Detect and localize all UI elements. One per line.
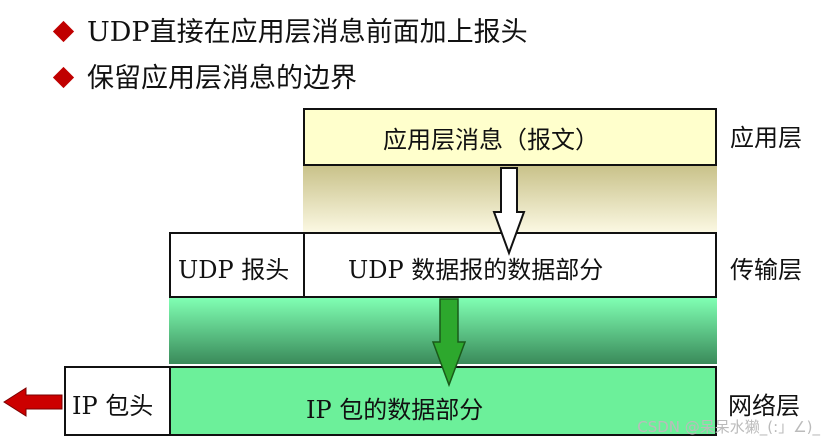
app-layer-label: 应用层: [730, 124, 802, 152]
left-arrow-red-icon: [3, 387, 63, 417]
down-arrow-green-icon: [431, 298, 467, 388]
udp-data-label: UDP 数据报的数据部分: [348, 256, 604, 284]
app-message-box: [303, 108, 717, 166]
udp-data-box: [303, 232, 717, 298]
transport-layer-label: 传输层: [730, 256, 802, 284]
watermark: CSDN @呆呆水獭_(:」∠)_: [637, 418, 820, 436]
bullet-2-text: 保留应用层消息的边界: [87, 63, 357, 94]
bullet-2: 保留应用层消息的边界: [50, 62, 357, 96]
ip-header-box: [64, 366, 172, 436]
ip-header-label: IP 包头: [72, 392, 154, 420]
ip-data-label: IP 包的数据部分: [306, 396, 484, 424]
down-arrow-white-icon: [492, 167, 526, 256]
network-layer-label: 网络层: [728, 392, 800, 420]
udp-header-label: UDP 报头: [178, 256, 290, 284]
bullet-1: UDP直接在应用层消息前面加上报头: [50, 16, 528, 50]
bullet-1-text: UDP直接在应用层消息前面加上报头: [87, 17, 528, 48]
app-message-label: 应用层消息（报文）: [383, 126, 599, 154]
